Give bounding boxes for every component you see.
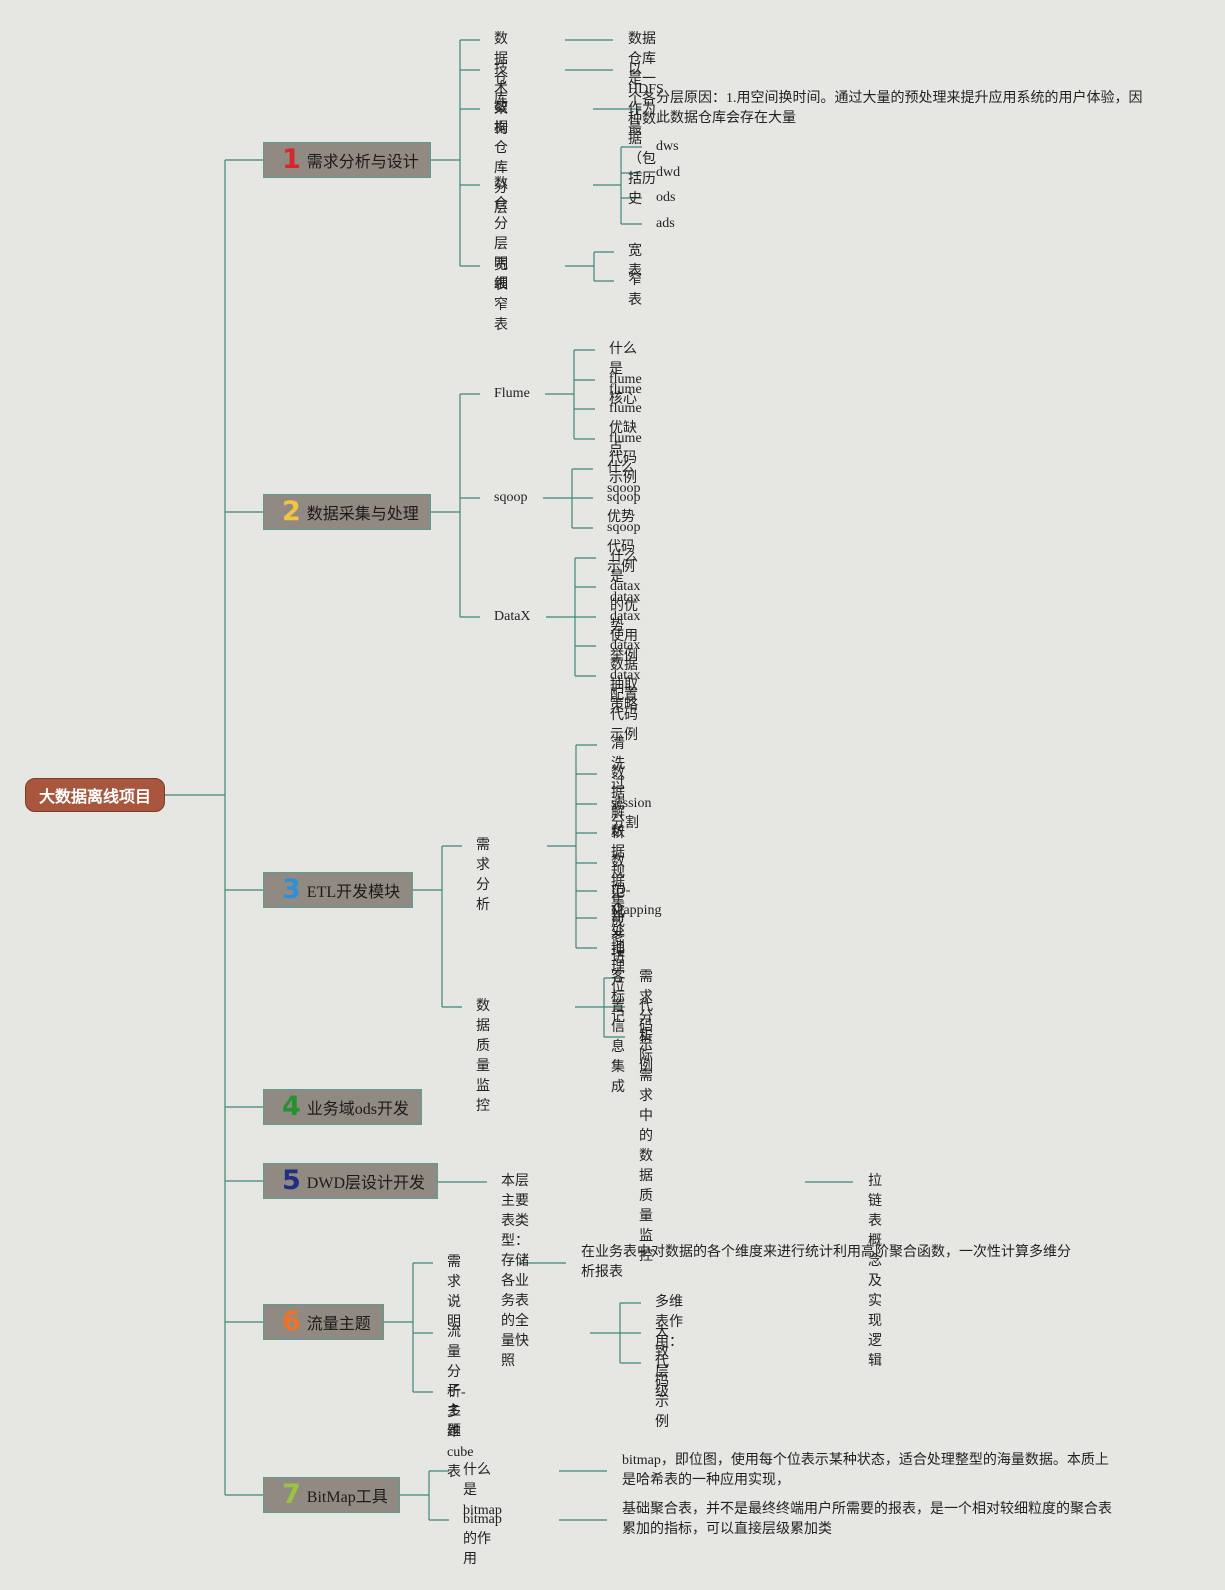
- leaf-node[interactable]: 窄表: [628, 273, 642, 308]
- subtopic-node[interactable]: 什么是bitmap: [463, 1463, 502, 1518]
- subtopic-node[interactable]: 子主题: [447, 1384, 461, 1439]
- leaf-node[interactable]: sqoop优势: [607, 490, 641, 525]
- topic-label: BitMap工具: [306, 1489, 388, 1506]
- leaf-node[interactable]: sqoop代码示例: [607, 520, 641, 575]
- topic-number-badge: 1: [282, 144, 301, 175]
- leaf-node[interactable]: 实际需求中的数据质量监控: [639, 1029, 653, 1264]
- subtopic-node[interactable]: 宽表窄表: [494, 258, 508, 333]
- subtopic-node[interactable]: bitmap的作用: [463, 1512, 502, 1567]
- topic-1[interactable]: 1 需求分析与设计: [263, 142, 431, 178]
- leaf-node[interactable]: ods: [656, 190, 676, 205]
- topic-label: DWD层设计开发: [306, 1175, 426, 1192]
- leaf-node[interactable]: 代码示例: [655, 1355, 669, 1430]
- subtopic-node[interactable]: Flume: [494, 386, 530, 401]
- subtopic-node[interactable]: 需求说明: [447, 1255, 461, 1330]
- topic-number-badge: 6: [282, 1306, 301, 1337]
- topic-label: 流量主题: [306, 1316, 371, 1333]
- topic-label: ETL开发模块: [306, 884, 401, 901]
- topic-number-badge: 4: [282, 1091, 301, 1122]
- topic-number-badge: 7: [282, 1479, 301, 1510]
- subtopic-node[interactable]: 需求分析: [476, 838, 490, 913]
- topic-number-badge: 3: [282, 874, 301, 905]
- subtopic-node[interactable]: 本层主要表类型：存储各业务表的全量快照: [501, 1174, 529, 1369]
- leaf-node[interactable]: 大致层级: [655, 1325, 669, 1400]
- leaf-node[interactable]: 宽表: [628, 244, 642, 279]
- leaf-node[interactable]: 代码示例: [639, 999, 653, 1074]
- root-node[interactable]: 大数据离线项目: [25, 778, 165, 812]
- topic-label: 数据采集与处理: [306, 506, 419, 523]
- leaf-node[interactable]: 分层原因：1.用空间换时间。通过大量的预处理来提升应用系统的用户体验，因此数据仓…: [656, 91, 1143, 126]
- subtopic-node[interactable]: 数仓分层明细: [494, 177, 508, 292]
- topic-3[interactable]: 3 ETL开发模块: [263, 872, 413, 908]
- leaf-node[interactable]: bitmap，即位图，使用每个位表示某种状态，适合处理整型的海量数据。本质上是哈…: [622, 1453, 1109, 1488]
- topic-7[interactable]: 7 BitMap工具: [263, 1477, 400, 1513]
- leaf-node[interactable]: 新老访客标记: [611, 910, 625, 1025]
- leaf-node[interactable]: 地理位置信息集成: [611, 940, 625, 1095]
- leaf-node[interactable]: 在业务表中对数据的各个维度来进行统计利用高阶聚合函数，一次性计算多维分析报表: [581, 1245, 1071, 1280]
- leaf-node[interactable]: datax数据抽取策略: [610, 638, 641, 713]
- leaf-node[interactable]: 以HDFS作为最: [628, 62, 664, 137]
- leaf-node[interactable]: flume优缺点: [609, 401, 642, 456]
- leaf-node[interactable]: flume核心: [609, 372, 642, 407]
- leaf-node[interactable]: 数据解析: [611, 766, 625, 841]
- leaf-node[interactable]: 清洗过滤: [611, 737, 625, 812]
- subtopic-node[interactable]: DataX: [494, 609, 531, 624]
- leaf-node[interactable]: datax的优势: [610, 579, 641, 634]
- subtopic-node[interactable]: sqoop: [494, 490, 528, 505]
- subtopic-node[interactable]: 数据仓库: [494, 32, 508, 107]
- leaf-node[interactable]: 拉链表概念及实现逻辑: [868, 1174, 882, 1369]
- topic-number-badge: 2: [282, 496, 301, 527]
- leaf-node[interactable]: 数据规范化处理: [611, 825, 625, 960]
- topic-6[interactable]: 6 流量主题: [263, 1304, 384, 1340]
- leaf-node[interactable]: 什么sqoop: [607, 461, 641, 496]
- leaf-node[interactable]: 什么是datax: [610, 550, 641, 605]
- leaf-node[interactable]: 基础聚合表，并不是最终终端用户所需要的报表，是一个相对较细粒度的聚合表累加的指标…: [622, 1502, 1112, 1537]
- leaf-node[interactable]: ID-Mapping: [611, 883, 662, 918]
- leaf-node[interactable]: dws: [656, 139, 679, 154]
- topic-4[interactable]: 4 业务域ods开发: [263, 1089, 422, 1125]
- subtopic-node[interactable]: 数据仓库分层: [494, 101, 508, 216]
- leaf-node[interactable]: dwd: [656, 165, 681, 180]
- topic-5[interactable]: 5 DWD层设计开发: [263, 1163, 438, 1199]
- leaf-node[interactable]: 多维表作用：: [655, 1295, 683, 1350]
- leaf-node[interactable]: datax配置代码示例: [610, 668, 641, 743]
- leaf-node[interactable]: datax使用举例: [610, 609, 641, 664]
- leaf-node[interactable]: ads: [656, 216, 675, 231]
- topic-label: 业务域ods开发: [306, 1101, 410, 1118]
- subtopic-node[interactable]: 流量分析-多维cube表: [447, 1325, 474, 1480]
- topic-label: 需求分析与设计: [306, 154, 419, 171]
- subtopic-node[interactable]: 数据质量监控: [476, 999, 490, 1114]
- topic-number-badge: 5: [282, 1165, 301, 1196]
- subtopic-node[interactable]: 技术架构: [494, 62, 508, 137]
- topic-2[interactable]: 2 数据采集与处理: [263, 494, 431, 530]
- leaf-node[interactable]: 需求分析: [639, 970, 653, 1045]
- leaf-node[interactable]: 数据集成: [611, 855, 625, 930]
- leaf-node[interactable]: 什么是flume: [609, 342, 642, 397]
- leaf-node[interactable]: session分割: [611, 796, 652, 831]
- leaf-node[interactable]: 数据仓库是一个各种数据（包括历史: [628, 32, 656, 207]
- leaf-node[interactable]: flume代码示例: [609, 431, 642, 486]
